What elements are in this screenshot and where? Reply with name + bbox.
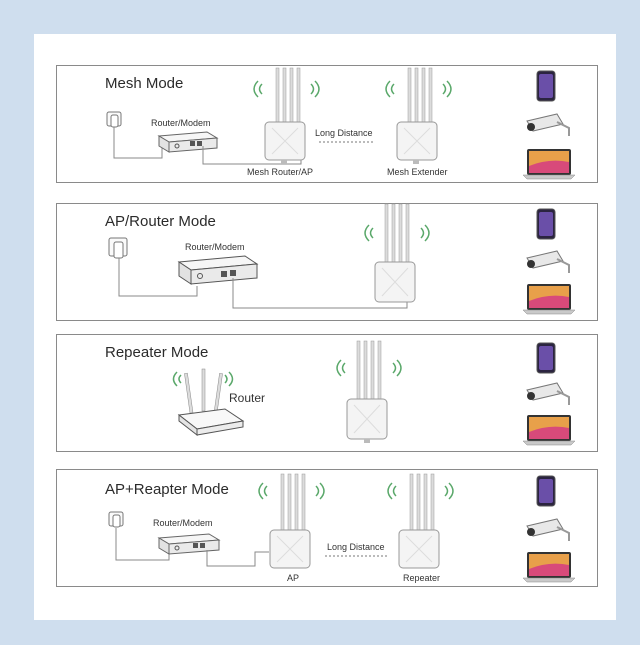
modem-label: Router/Modem [185, 242, 245, 252]
right-unit-label: Mesh Extender [387, 167, 448, 177]
phone-icon [536, 475, 556, 507]
wifi-signal-icon [258, 482, 325, 500]
laptop-icon [522, 149, 576, 180]
camera-icon [526, 250, 570, 273]
left-unit-label: Mesh Router/AP [247, 167, 314, 177]
wifi-signal-icon [336, 359, 402, 377]
wifi-signal-icon [387, 482, 454, 500]
link-label: Long Distance [327, 542, 385, 552]
mesh-mode-illustration [106, 67, 576, 180]
outdoor-ap-icon [269, 473, 311, 569]
camera-icon [526, 113, 570, 136]
outdoor-ap-icon [374, 203, 416, 303]
mode-panel-repeater: Repeater Mode Router [56, 334, 598, 452]
ap-router-mode-illustration [108, 203, 576, 315]
mode-panel-ap-router: AP/Router Mode Router/Modem [56, 203, 598, 321]
outdoor-ap-icon [346, 340, 388, 443]
modem-label: Router/Modem [151, 118, 211, 128]
modem-icon [177, 255, 259, 285]
laptop-icon [522, 284, 576, 315]
modem-icon [157, 533, 221, 555]
wall-socket-icon [106, 111, 122, 128]
wifi-signal-icon [385, 80, 452, 98]
mode-title: AP/Router Mode [105, 213, 216, 230]
router-label: Router [229, 391, 266, 405]
wifi-signal-icon [364, 224, 430, 242]
laptop-icon [522, 415, 576, 446]
modem-label: Router/Modem [153, 518, 213, 528]
wifi-signal-icon [253, 80, 320, 98]
outdoor-ap-icon [396, 67, 438, 164]
link-label: Long Distance [315, 128, 373, 138]
mode-panel-ap-repeater: AP+Reapter Mode Router/Modem Long Distan… [56, 469, 598, 587]
laptop-icon [522, 552, 576, 583]
wall-socket-icon [108, 511, 124, 528]
mode-title: Mesh Mode [105, 75, 184, 92]
outdoor-ap-icon [264, 67, 306, 164]
phone-icon [536, 342, 556, 374]
dual-band-router-icon [177, 368, 245, 437]
right-unit-label: Repeater [403, 573, 441, 583]
phone-icon [536, 70, 556, 102]
camera-icon [526, 518, 570, 541]
repeater-mode-illustration [172, 340, 576, 446]
diagram-sheet: Mesh Mode Router/Modem Long Distance Mes… [34, 34, 616, 620]
mode-title: AP+Reapter Mode [105, 481, 229, 498]
left-unit-label: AP [287, 573, 300, 583]
camera-icon [526, 382, 570, 405]
ap-repeater-mode-illustration [108, 473, 576, 583]
mode-title: Repeater Mode [105, 344, 209, 361]
modem-icon [157, 131, 219, 153]
mode-panel-mesh: Mesh Mode Router/Modem Long Distance Mes… [56, 65, 598, 183]
wifi-signal-icon [172, 371, 234, 387]
wall-socket-icon [108, 237, 128, 259]
phone-icon [536, 208, 556, 240]
outdoor-ap-icon [398, 473, 440, 569]
